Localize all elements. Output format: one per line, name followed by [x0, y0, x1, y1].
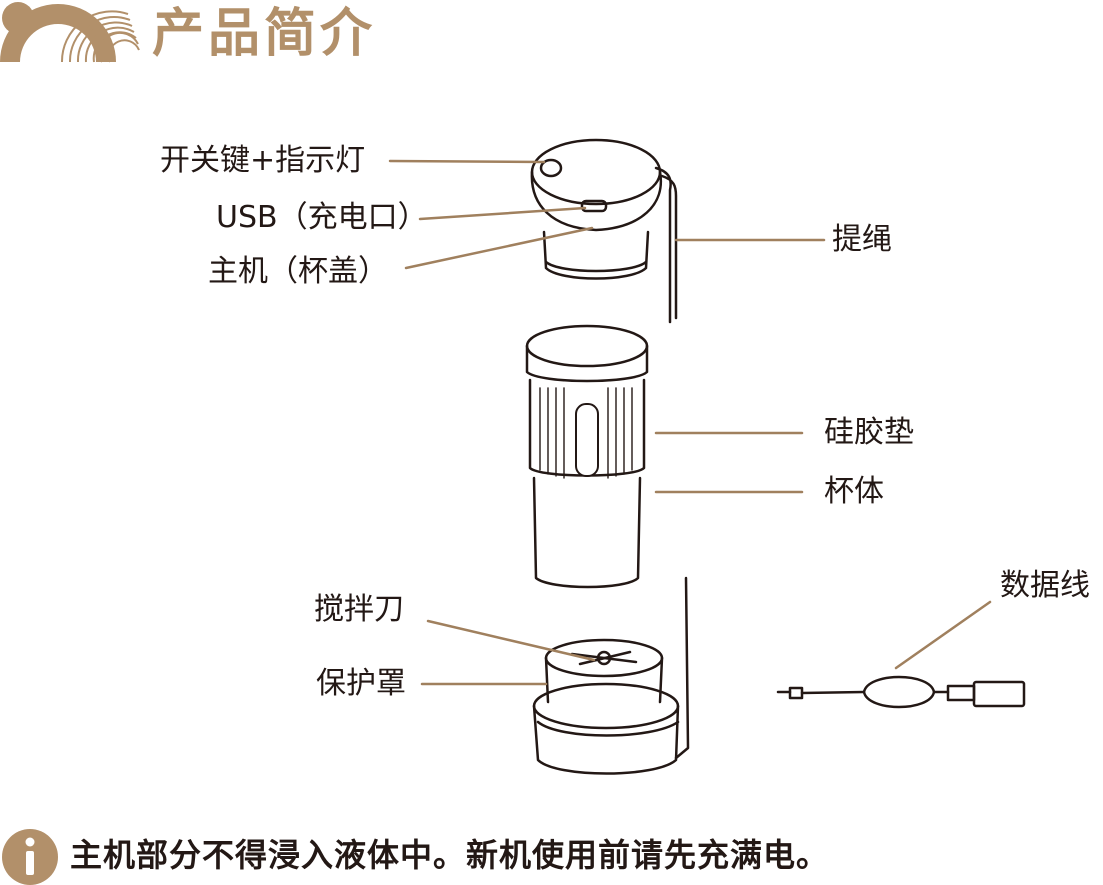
label-silicone-pad: 硅胶垫 [824, 415, 914, 450]
data-cable-drawing [776, 675, 1026, 709]
leader-cable [894, 600, 992, 670]
label-switch-indicator: 开关键+指示灯 [160, 143, 366, 178]
footer-note: 主机部分不得浸入液体中。新机使用前请先充满电。 [70, 836, 830, 874]
label-strap: 提绳 [832, 222, 892, 257]
blade-guard-drawing [532, 576, 690, 775]
label-blade: 搅拌刀 [314, 592, 404, 627]
host-lid-drawing [530, 138, 678, 324]
label-host-lid: 主机（杯盖） [208, 254, 388, 289]
leader-switch [388, 159, 546, 164]
leader-usb [418, 206, 587, 221]
info-icon [2, 829, 58, 885]
label-data-cable: 数据线 [1000, 568, 1090, 603]
label-usb-port: USB（充电口） [216, 200, 428, 235]
label-cup-body: 杯体 [824, 474, 884, 509]
leader-blade [426, 619, 596, 662]
bear-ear-logo-icon [0, 2, 140, 63]
label-guard: 保护罩 [316, 666, 406, 701]
leader-host [404, 226, 594, 270]
page-title: 产品简介 [152, 4, 377, 64]
